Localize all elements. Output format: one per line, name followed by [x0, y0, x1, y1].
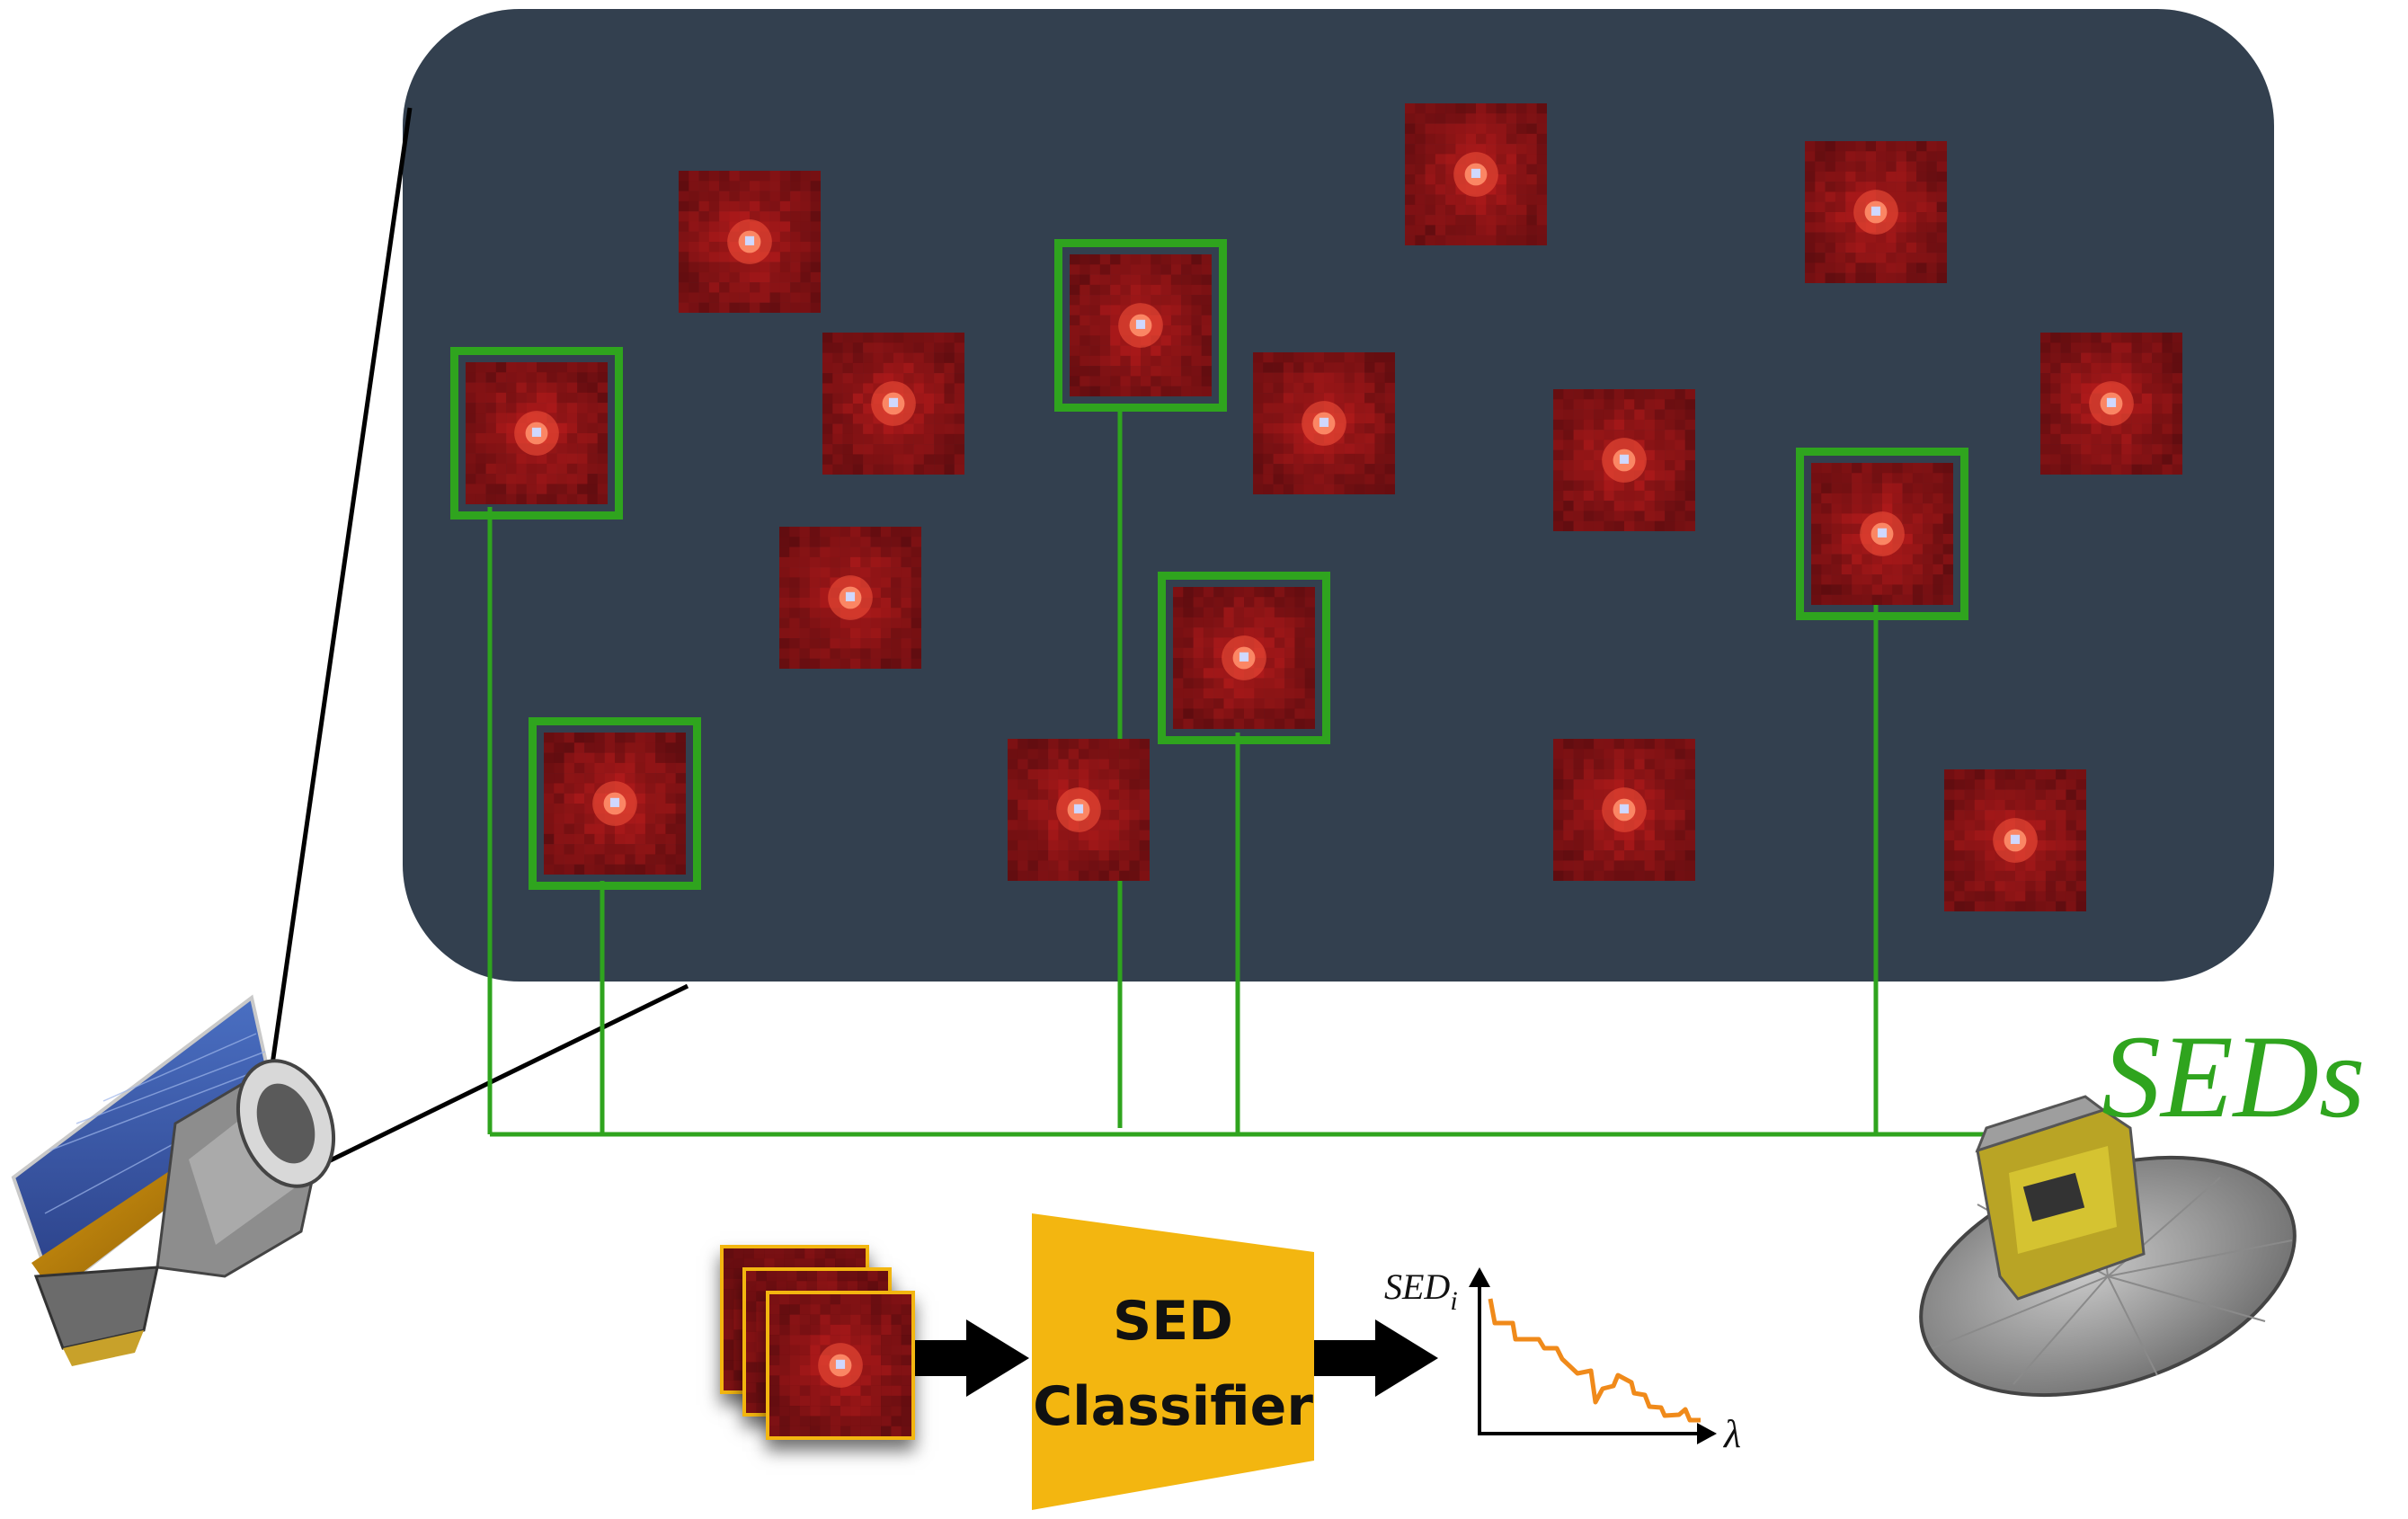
sed-plot-ylabel: SEDi	[1384, 1266, 1458, 1316]
psf-cutout	[779, 527, 921, 669]
classifier-label-line2: Classifier	[1033, 1375, 1313, 1438]
psf-cutout	[1944, 769, 2086, 911]
psf-cutout	[1008, 739, 1150, 881]
psf-cutout	[822, 333, 964, 475]
psf-cutout	[1553, 739, 1695, 881]
space-telescope-icon	[11, 994, 336, 1366]
selected-psf-cutout	[450, 347, 623, 520]
fov-line-bottom	[308, 983, 689, 1173]
sed-plot-xlabel: λ	[1722, 1412, 1741, 1456]
psf-cutout	[2040, 333, 2182, 475]
sed-plot-y-arrowhead	[1469, 1267, 1490, 1287]
arrow-to-classifier	[915, 1319, 1029, 1397]
selected-psf-cutout	[529, 717, 701, 890]
classifier-label-line1: SED	[1113, 1290, 1233, 1353]
psf-cutout	[1553, 389, 1695, 531]
sed-curve	[1488, 1298, 1701, 1423]
psf-cutout	[1253, 352, 1395, 494]
selected-psf-cutout	[1158, 572, 1330, 744]
seds-label: SEDs	[2101, 1010, 2366, 1142]
spectroscopic-satellite-icon	[1919, 1095, 2297, 1398]
stacked-psf-cutout	[766, 1291, 915, 1440]
selected-psf-cutout	[1054, 239, 1227, 412]
psf-cutout	[1405, 103, 1547, 245]
psf-cutout	[1805, 141, 1947, 283]
sed-plot: SEDi λ	[1384, 1266, 1741, 1456]
sed-classifier-block: SED Classifier	[1032, 1213, 1314, 1510]
selected-psf-cutout	[1796, 448, 1968, 620]
sed-plot-x-arrowhead	[1697, 1423, 1717, 1444]
fov-line-top	[267, 107, 413, 1084]
psf-cutout	[679, 171, 821, 313]
arrow-to-sed-plot	[1314, 1319, 1438, 1397]
